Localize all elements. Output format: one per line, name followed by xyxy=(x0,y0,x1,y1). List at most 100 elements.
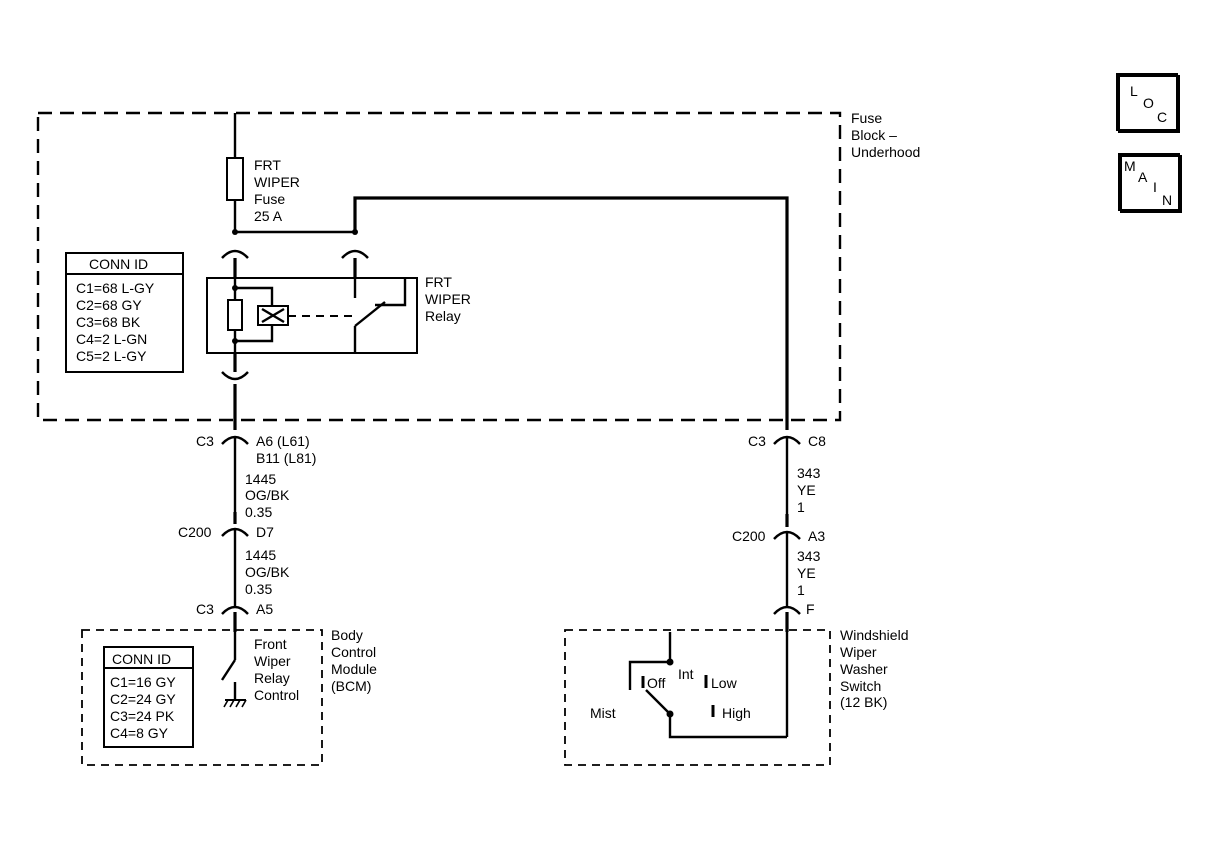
c3-pin-label: B11 (L81) xyxy=(256,450,316,466)
svg-text:Control: Control xyxy=(331,644,376,660)
switch-pin-label: F xyxy=(806,601,815,617)
bcm-control-label: Front Wiper Relay Control xyxy=(254,636,299,703)
c200-connector-icon xyxy=(221,527,249,537)
conn-id-row: C3=24 PK xyxy=(110,708,175,724)
bcm-c3-connector-icon xyxy=(221,605,249,615)
switch-label: Windshield Wiper Washer Switch (12 BK) xyxy=(840,627,908,710)
coil-wire xyxy=(235,286,274,306)
svg-text:FRT: FRT xyxy=(254,157,281,173)
svg-text:FRT: FRT xyxy=(425,274,452,290)
wire-343-ye-internal xyxy=(353,196,789,420)
switch-position-low: Low xyxy=(711,675,738,691)
fuse-block-enclosure xyxy=(36,111,842,422)
loc-letter-l: L xyxy=(1130,83,1138,99)
loc-letter-c: C xyxy=(1157,109,1167,125)
loc-letter-o: O xyxy=(1143,95,1154,111)
svg-text:25 A: 25 A xyxy=(254,208,283,224)
svg-text:1445: 1445 xyxy=(245,547,276,563)
svg-text:Washer: Washer xyxy=(840,661,888,677)
svg-text:Underhood: Underhood xyxy=(851,144,920,160)
svg-text:343: 343 xyxy=(797,548,821,564)
fuse-icon xyxy=(226,157,244,201)
svg-text:WIPER: WIPER xyxy=(425,291,471,307)
svg-text:343: 343 xyxy=(797,465,821,481)
conn-id-row: C4=2 L-GN xyxy=(76,331,147,347)
main-letter-m: M xyxy=(1124,158,1136,174)
main-letter-n: N xyxy=(1162,192,1172,208)
fuse-label: FRT WIPER Fuse 25 A xyxy=(254,157,300,224)
coil-wire xyxy=(235,325,274,343)
bcm-c3-connector-label: C3 xyxy=(196,601,214,617)
conn-id-title: CONN ID xyxy=(89,256,148,272)
switch-blade xyxy=(645,689,671,715)
switch-common-wire xyxy=(668,714,787,739)
fuse-block-label: Fuse Block – Underhood xyxy=(851,110,920,160)
conn-id-row: C2=68 GY xyxy=(76,297,142,313)
conn-id-row: C3=68 BK xyxy=(76,314,141,330)
svg-text:WIPER: WIPER xyxy=(254,174,300,190)
c3-pin-label: C8 xyxy=(808,433,826,449)
svg-text:Relay: Relay xyxy=(425,308,461,324)
coil-resistor-icon xyxy=(227,299,243,331)
conn-id-title: CONN ID xyxy=(112,651,171,667)
svg-text:0.35: 0.35 xyxy=(245,504,272,520)
svg-text:Relay: Relay xyxy=(254,670,290,686)
c200-pin-label: A3 xyxy=(808,528,825,544)
bcm-label: Body Control Module (BCM) xyxy=(331,627,377,694)
main-letter-a: A xyxy=(1138,169,1148,185)
conn-id-row: C2=24 GY xyxy=(110,691,176,707)
switch-position-int: Int xyxy=(678,666,694,682)
switch-connector-icon xyxy=(773,605,801,615)
c200-connector-label: C200 xyxy=(178,524,212,540)
svg-text:(BCM): (BCM) xyxy=(331,678,371,694)
svg-text:Body: Body xyxy=(331,627,363,643)
bcm-switch-blade xyxy=(220,659,237,681)
svg-text:OG/BK: OG/BK xyxy=(245,564,290,580)
wire-1445-label: 1445 OG/BK 0.35 xyxy=(245,471,290,520)
svg-text:Front: Front xyxy=(254,636,287,652)
main-button[interactable]: M A I N xyxy=(1118,153,1182,213)
svg-text:1: 1 xyxy=(797,582,805,598)
switch-position-mist: Mist xyxy=(590,705,616,721)
relay-label: FRT WIPER Relay xyxy=(425,274,471,324)
conn-id-row: C4=8 GY xyxy=(110,725,169,741)
c200-pin-label: D7 xyxy=(256,524,274,540)
svg-text:0.35: 0.35 xyxy=(245,581,272,597)
conn-id-row: C1=16 GY xyxy=(110,674,176,690)
c3-pin-label: A6 (L61) xyxy=(256,433,310,449)
svg-text:Windshield: Windshield xyxy=(840,627,908,643)
svg-text:(12 BK): (12 BK) xyxy=(840,694,887,710)
conn-id-row: C1=68 L-GY xyxy=(76,280,155,296)
svg-text:Switch: Switch xyxy=(840,678,881,694)
bcm-c3-pin-label: A5 xyxy=(256,601,273,617)
svg-text:YE: YE xyxy=(797,565,816,581)
switch-position-off: Off xyxy=(647,675,666,691)
bcm-enclosure xyxy=(81,629,323,766)
switch-mist-contact xyxy=(628,660,670,690)
ground-icon xyxy=(223,699,247,708)
svg-text:Block –: Block – xyxy=(851,127,897,143)
svg-text:1445: 1445 xyxy=(245,471,276,487)
wire-343-label: 343 YE 1 xyxy=(797,465,821,515)
svg-text:1: 1 xyxy=(797,499,805,515)
conn-id-bcm: CONN ID C1=16 GY C2=24 GY C3=24 PK C4=8 … xyxy=(103,646,194,748)
relay-coil-icon-stroke xyxy=(261,307,285,324)
splice-dot xyxy=(232,229,238,235)
svg-text:Module: Module xyxy=(331,661,377,677)
svg-text:Wiper: Wiper xyxy=(840,644,877,660)
relay-terminal-cup xyxy=(341,249,369,259)
c200-connector-icon xyxy=(773,530,801,540)
c200-connector-label: C200 xyxy=(732,528,766,544)
relay-terminal-cup xyxy=(221,249,249,259)
svg-text:Fuse: Fuse xyxy=(254,191,285,207)
svg-text:Wiper: Wiper xyxy=(254,653,291,669)
relay-switch-contact xyxy=(375,278,407,307)
c3-connector-label: C3 xyxy=(748,433,766,449)
svg-text:OG/BK: OG/BK xyxy=(245,487,290,503)
svg-text:Fuse: Fuse xyxy=(851,110,882,126)
c3-connector-label: C3 xyxy=(196,433,214,449)
loc-button[interactable]: L O C xyxy=(1116,73,1180,133)
switch-enclosure xyxy=(564,629,831,766)
svg-text:YE: YE xyxy=(797,482,816,498)
